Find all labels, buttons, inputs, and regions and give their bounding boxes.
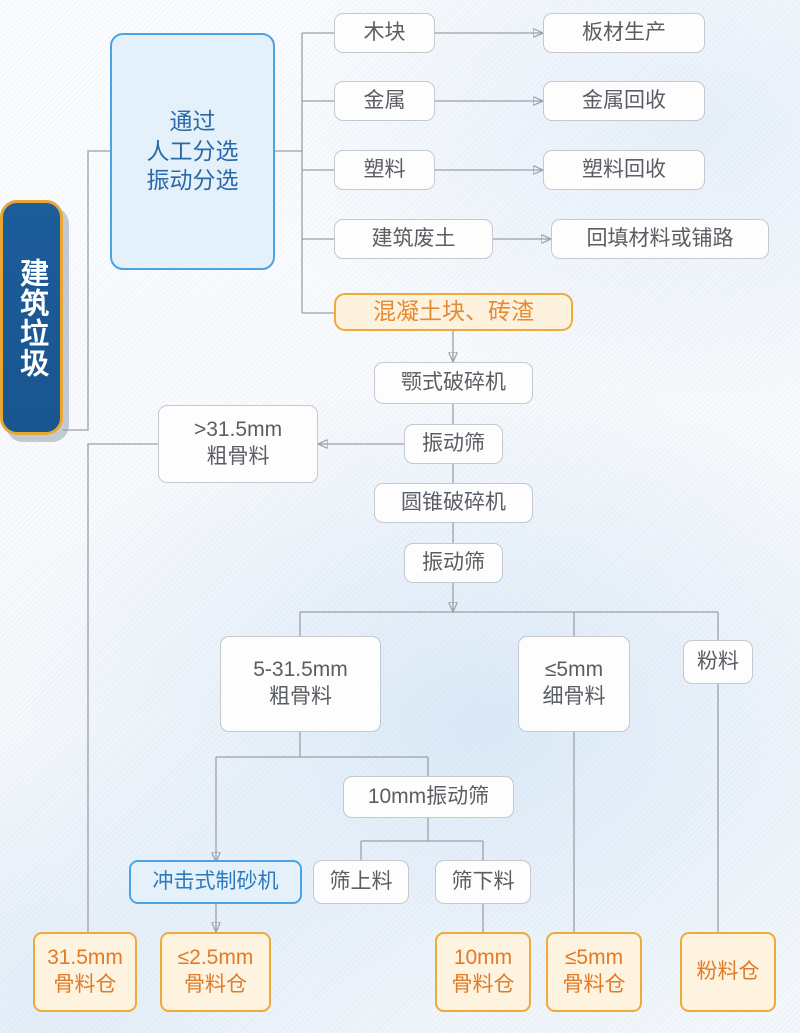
node-impact-sand-maker[interactable]: 冲击式制砂机 [129, 860, 302, 904]
connector-lines [63, 33, 719, 932]
node-cone-crusher[interactable]: 圆锥破碎机 [374, 483, 533, 523]
node-plastic-recycle[interactable]: 塑料回收 [543, 150, 705, 190]
node-plastic[interactable]: 塑料 [334, 150, 435, 190]
node-fine-aggregate-under-5mm[interactable]: ≤5mm 细骨料 [518, 636, 630, 732]
silo-31-5mm-aggregate[interactable]: 31.5mm 骨料仓 [33, 932, 137, 1012]
node-coarse-aggregate-over-31-5mm[interactable]: >31.5mm 粗骨料 [158, 405, 318, 483]
node-vibrating-screen-10mm[interactable]: 10mm振动筛 [343, 776, 514, 818]
node-coarse-aggregate-5-31-5mm[interactable]: 5-31.5mm 粗骨料 [220, 636, 381, 732]
node-wood[interactable]: 木块 [334, 13, 435, 53]
silo-5mm-aggregate[interactable]: ≤5mm 骨料仓 [546, 932, 642, 1012]
node-oversize-material[interactable]: 筛上料 [313, 860, 409, 904]
node-vibrating-screen-2[interactable]: 振动筛 [404, 543, 503, 583]
node-backfill-or-paving[interactable]: 回填材料或铺路 [551, 219, 769, 259]
node-powder[interactable]: 粉料 [683, 640, 753, 684]
node-source-construction-waste[interactable]: 建筑垃圾 [0, 200, 63, 435]
silo-2-5mm-aggregate[interactable]: ≤2.5mm 骨料仓 [160, 932, 271, 1012]
node-vibrating-screen-1[interactable]: 振动筛 [404, 424, 503, 464]
node-metal[interactable]: 金属 [334, 81, 435, 121]
node-concrete-brick[interactable]: 混凝土块、砖渣 [334, 293, 573, 331]
node-construction-soil[interactable]: 建筑废土 [334, 219, 493, 259]
node-sorting-process[interactable]: 通过 人工分选 振动分选 [110, 33, 275, 270]
silo-powder[interactable]: 粉料仓 [680, 932, 776, 1012]
silo-10mm-aggregate[interactable]: 10mm 骨料仓 [435, 932, 531, 1012]
node-board-production[interactable]: 板材生产 [543, 13, 705, 53]
node-undersize-material[interactable]: 筛下料 [435, 860, 531, 904]
edge-source-to-sorting [63, 150, 110, 431]
node-metal-recycle[interactable]: 金属回收 [543, 81, 705, 121]
node-jaw-crusher[interactable]: 颚式破碎机 [374, 362, 533, 404]
edge-coarse315-to-silo315 [87, 443, 158, 932]
